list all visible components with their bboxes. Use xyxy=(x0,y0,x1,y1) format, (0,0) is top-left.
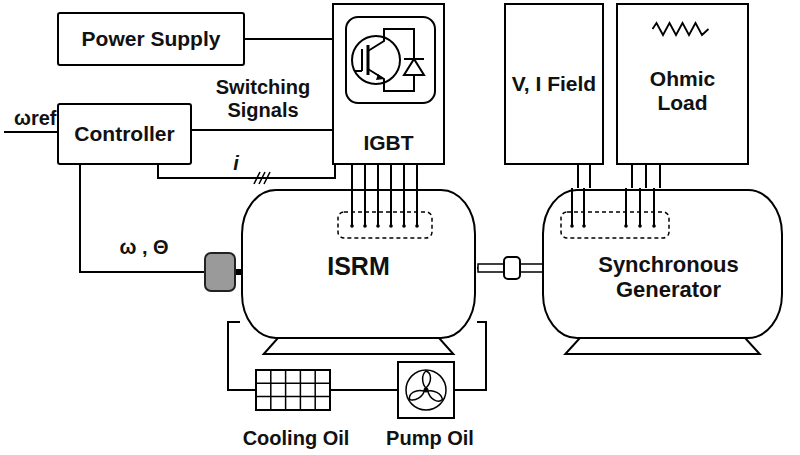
reference-leader xyxy=(4,131,57,133)
terminal-pin xyxy=(350,224,354,228)
edge-label: ω , Θ xyxy=(96,236,192,259)
terminal-pin xyxy=(582,224,586,228)
load-wire xyxy=(659,165,661,188)
oil-cooler xyxy=(256,370,330,410)
generator-machine: Synchronous Generator xyxy=(541,188,796,355)
bus-wires xyxy=(365,165,660,188)
terminal-wire xyxy=(639,188,641,226)
oil-pump xyxy=(398,362,454,418)
machine-drawing xyxy=(242,188,475,354)
load-box: Ohmic Load xyxy=(616,3,749,165)
cooler-fin xyxy=(256,396,330,398)
node-label: IGBT xyxy=(359,131,417,155)
field-supply-box: V, I Field xyxy=(504,3,604,165)
emitter-arrow xyxy=(376,74,384,80)
process-box: Power Supply xyxy=(57,12,245,66)
pump-icon: Pump Oil xyxy=(376,362,484,452)
node-label: Cooling Oil xyxy=(239,427,354,450)
cooler-fin xyxy=(256,383,330,385)
cooler-frame xyxy=(256,370,330,410)
resistor-symbol xyxy=(653,23,709,35)
connector-wire xyxy=(351,165,353,188)
cooler-fin xyxy=(299,370,301,410)
load-wire xyxy=(645,165,647,188)
inverter-box: IGBT xyxy=(332,3,445,165)
shaft-coupling xyxy=(478,257,546,279)
terminal-wire xyxy=(390,188,392,226)
connector-wire xyxy=(577,165,579,188)
terminal-pin xyxy=(376,224,380,228)
phase-wire xyxy=(364,165,366,188)
cooler-fin xyxy=(314,370,316,410)
terminal-pin xyxy=(570,224,574,228)
connector-wire xyxy=(192,129,332,131)
terminal-wire xyxy=(416,188,418,226)
terminal-pin xyxy=(363,224,367,228)
node-label: Ohmic Load xyxy=(618,67,747,115)
three-phase-marks xyxy=(254,172,270,184)
terminal-wire xyxy=(653,188,655,226)
motor-machine: ISRM xyxy=(240,188,477,355)
edge-label: Switching Signals xyxy=(196,76,330,122)
diode-lead xyxy=(413,41,415,59)
terminal-pin xyxy=(389,224,393,228)
cooler-fin xyxy=(270,370,272,410)
process-box: Controller xyxy=(57,103,192,165)
collector-lead xyxy=(368,29,414,51)
node-label: Synchronous Generator xyxy=(541,252,796,303)
connector-wire xyxy=(228,322,256,390)
slash-mark xyxy=(264,172,270,184)
diode-lead xyxy=(413,75,415,79)
machine-foot xyxy=(264,338,454,354)
terminal-box xyxy=(561,212,669,238)
field-wire xyxy=(589,165,591,188)
signal-name: ωref xyxy=(14,107,56,129)
terminal-wire xyxy=(625,188,627,226)
connector-wire xyxy=(158,165,335,178)
terminal-pin xyxy=(402,224,406,228)
node-label: V, I Field xyxy=(508,72,600,96)
machine-foot xyxy=(565,338,759,354)
node-label: ISRM xyxy=(323,252,394,281)
terminal-wire xyxy=(571,188,573,226)
connector-wire xyxy=(245,38,332,40)
encoder-body xyxy=(205,253,235,291)
phase-wire xyxy=(416,165,418,188)
node-label: Power Supply xyxy=(78,27,225,51)
connector-wire xyxy=(631,165,633,188)
igbt-symbol-frame xyxy=(346,17,435,103)
gate-lead xyxy=(354,70,362,72)
terminal-wire xyxy=(377,188,379,226)
terminal-wire xyxy=(364,188,366,226)
edge-label: i xyxy=(226,152,246,175)
pump-blade xyxy=(423,371,431,388)
transistor-circle xyxy=(352,36,400,84)
phase-wire xyxy=(390,165,392,188)
node-label: Pump Oil xyxy=(382,427,478,450)
terminal-pin xyxy=(652,224,656,228)
transistor-gate xyxy=(361,49,363,71)
terminal-pin xyxy=(638,224,642,228)
pump-rotor xyxy=(406,370,446,410)
machine-housing xyxy=(242,190,475,338)
phase-wire xyxy=(377,165,379,188)
terminal-wire xyxy=(583,188,585,226)
terminal-wire xyxy=(351,188,353,226)
cooler-icon: Cooling Oil xyxy=(233,370,360,452)
pump-hub xyxy=(424,388,429,393)
pump-housing xyxy=(398,362,454,418)
connector-wire xyxy=(330,389,399,391)
encoder xyxy=(205,253,242,291)
node-label: Controller xyxy=(70,122,178,146)
pump-blade xyxy=(407,387,426,402)
diode-triangle xyxy=(404,59,424,75)
cooler-fin xyxy=(284,370,286,410)
phase-wire xyxy=(403,165,405,188)
coupling xyxy=(504,257,520,279)
terminal-pin xyxy=(415,224,419,228)
terminal-pin xyxy=(624,224,628,228)
terminal-wire xyxy=(403,188,405,226)
